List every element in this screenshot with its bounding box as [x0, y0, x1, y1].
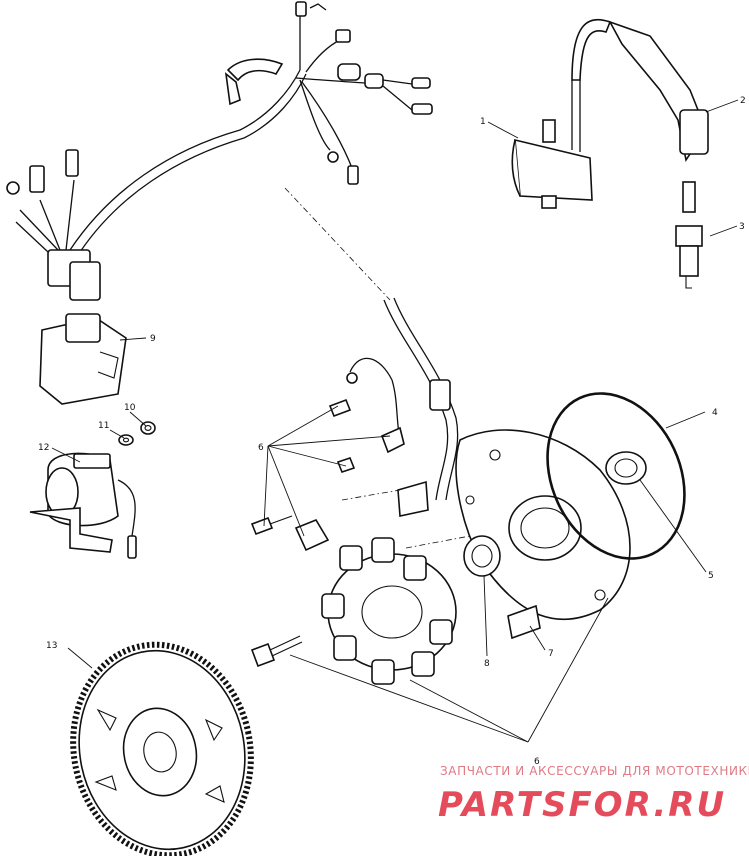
callout-12: 12 [38, 443, 49, 453]
callout-10: 10 [124, 403, 136, 413]
crank-seal [463, 535, 501, 577]
callout-1: 1 [480, 117, 486, 127]
callout-5: 5 [708, 571, 714, 581]
flywheel [70, 641, 254, 859]
callout-13: 13 [46, 641, 57, 651]
o-ring [546, 392, 686, 560]
screw [250, 398, 429, 552]
leader-lines [51, 99, 739, 743]
callout-6: 6 [258, 443, 264, 453]
stator-coil-assembly [321, 537, 457, 685]
callout-labels: 1 2 3 4 5 6 7 8 9 10 11 12 13 6 [38, 96, 746, 767]
callout-11: 11 [98, 421, 109, 431]
callout-7: 7 [548, 649, 554, 659]
watermark-brand: PARTSFOR.RU [438, 785, 726, 825]
starter-solenoid [29, 452, 137, 559]
bolt [250, 635, 303, 668]
callout-3: 3 [739, 222, 745, 232]
callout-6: 6 [534, 757, 540, 767]
wiring-harness [6, 1, 433, 301]
oil-seal [605, 451, 647, 485]
spark-plug [675, 181, 703, 289]
callout-4: 4 [712, 408, 718, 418]
voltage-regulator [39, 313, 127, 405]
ignition-coil [511, 18, 612, 209]
watermark: ЗАПЧАСТИ И АКСЕССУАРЫ ДЛЯ МОТОТЕХНИКИ PA… [438, 764, 749, 825]
callout-8: 8 [484, 659, 490, 669]
watermark-tagline: ЗАПЧАСТИ И АКСЕССУАРЫ ДЛЯ МОТОТЕХНИКИ [440, 764, 749, 778]
spark-plug-cap [608, 20, 709, 163]
callout-2: 2 [740, 96, 746, 106]
stator-plate [455, 429, 631, 621]
stator-lead [383, 299, 449, 501]
screw [507, 604, 541, 640]
callout-9: 9 [150, 334, 156, 344]
